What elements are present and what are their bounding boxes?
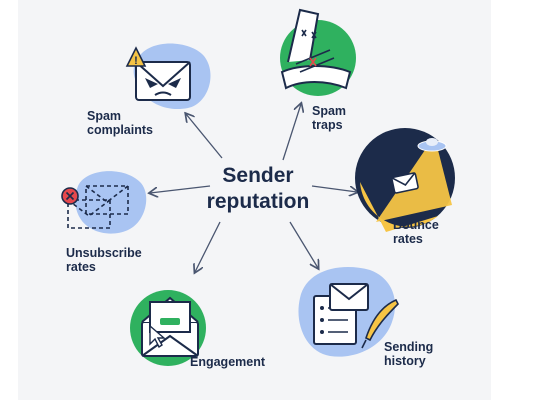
label-engagement-line1: Engagement bbox=[190, 355, 266, 369]
label-bounce-rates-line1: Bounce bbox=[393, 218, 439, 232]
label-unsubscribe-rates: Unsubscribe rates bbox=[66, 246, 142, 274]
open-envelope-cursor-icon bbox=[130, 290, 206, 366]
center-title-line1: Sender bbox=[222, 164, 294, 187]
label-unsubscribe-rates-line1: Unsubscribe bbox=[66, 246, 142, 260]
label-spam-traps-line2: traps bbox=[312, 118, 343, 132]
label-bounce-rates-line2: rates bbox=[393, 232, 423, 246]
label-spam-traps-line1: Spam bbox=[312, 104, 347, 118]
svg-text:!: ! bbox=[134, 55, 138, 67]
center-title-line2: reputation bbox=[206, 190, 310, 213]
label-spam-traps: Spam traps bbox=[312, 104, 346, 132]
arrow-bounce-rates bbox=[311, 185, 357, 192]
label-sending-history: Sending history bbox=[384, 340, 433, 368]
arrow-unsubscribe-rates bbox=[150, 185, 211, 193]
label-sending-history-line1: Sending bbox=[384, 340, 434, 354]
page-margin bbox=[491, 0, 537, 400]
center-title: Sender reputation bbox=[196, 163, 320, 215]
arrow-spam-traps bbox=[282, 104, 301, 161]
label-unsubscribe-rates-line2: rates bbox=[66, 260, 96, 274]
label-bounce-rates: Bounce rates bbox=[393, 218, 439, 246]
angry-envelope-icon: ! bbox=[125, 43, 211, 110]
label-spam-complaints-line1: Spam bbox=[87, 109, 122, 123]
label-spam-complaints: Spam complaints bbox=[87, 109, 153, 137]
quill-document-icon bbox=[298, 267, 399, 357]
label-sending-history-line2: history bbox=[384, 354, 426, 368]
label-engagement: Engagement bbox=[190, 355, 265, 369]
label-spam-complaints-line2: complaints bbox=[87, 123, 153, 137]
arrow-engagement bbox=[195, 221, 221, 272]
unsubscribe-envelopes-icon bbox=[61, 171, 147, 234]
mousetrap-envelope-icon bbox=[280, 8, 356, 96]
arrow-spam-complaints bbox=[186, 114, 223, 159]
ufo-beam-envelope-icon bbox=[355, 128, 455, 232]
arrow-sending-history bbox=[289, 221, 318, 268]
